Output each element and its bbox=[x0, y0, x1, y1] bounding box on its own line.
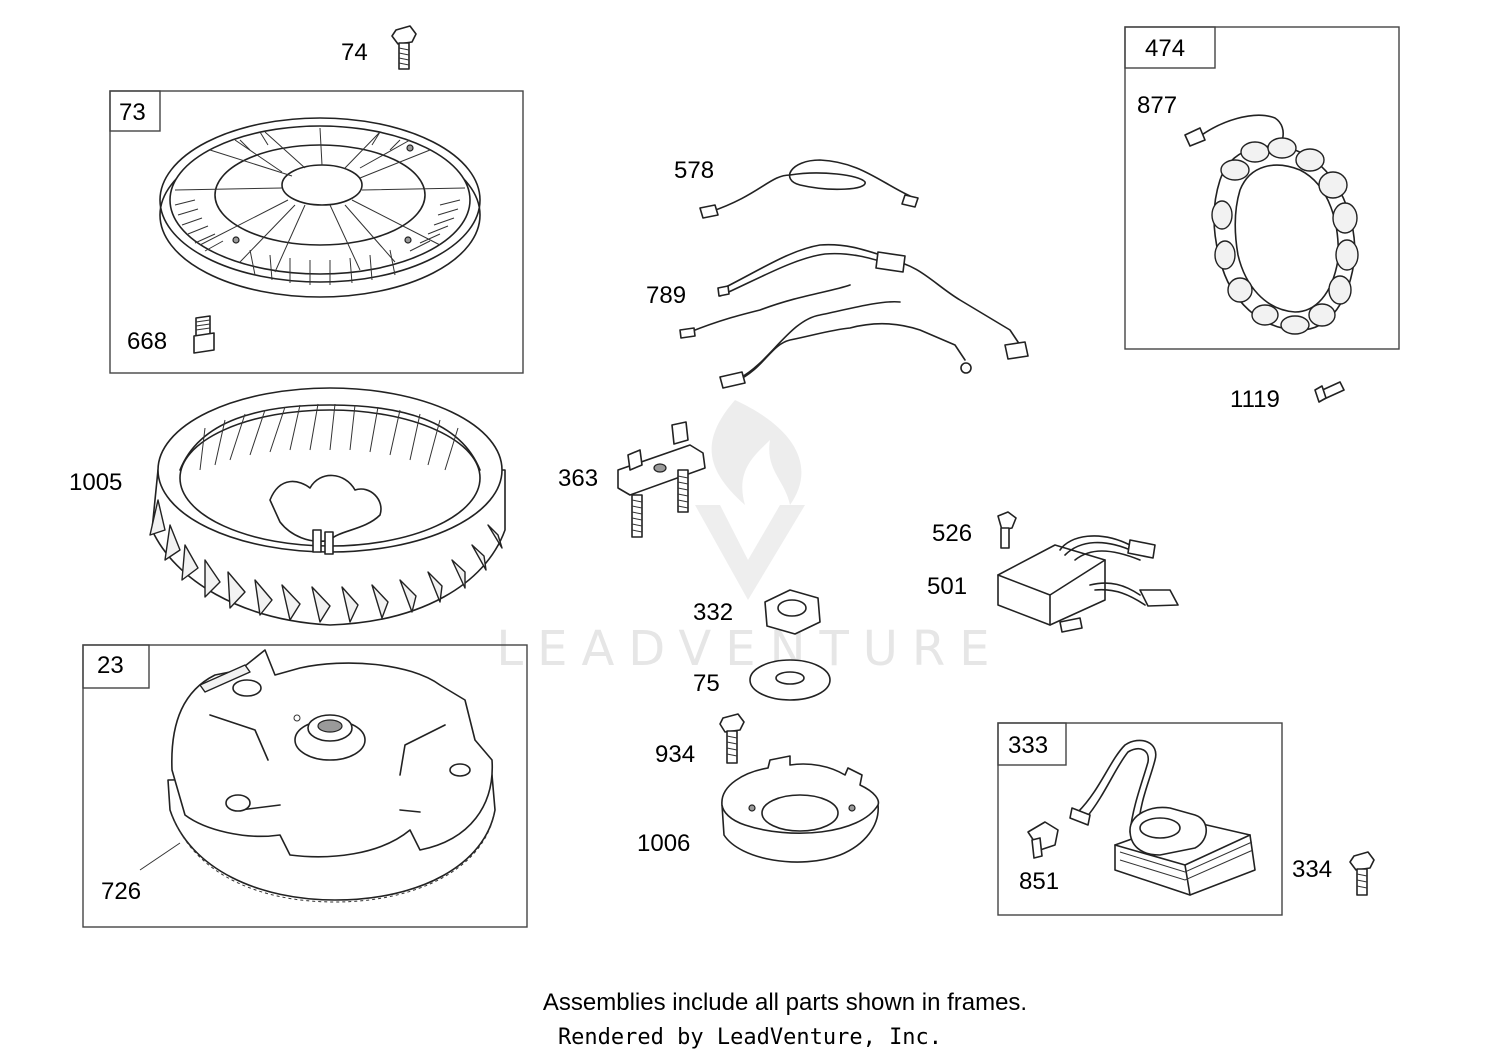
part-334-bolt-drawing bbox=[1349, 851, 1375, 896]
frame-73: 73 bbox=[109, 90, 524, 374]
part-526-screw-drawing bbox=[997, 511, 1017, 549]
part-363-bracket-drawing bbox=[617, 421, 706, 538]
callout-578: 578 bbox=[674, 157, 714, 184]
watermark-text: LEADVENTURE bbox=[496, 621, 1003, 677]
callout-1006: 1006 bbox=[637, 830, 690, 857]
callout-934: 934 bbox=[655, 741, 695, 768]
part-668-stud-drawing bbox=[193, 315, 215, 354]
frame-474: 474 bbox=[1124, 26, 1400, 350]
callout-75: 75 bbox=[693, 670, 720, 697]
part-474-stator-drawing bbox=[1184, 114, 1359, 335]
part-332-nut-drawing bbox=[764, 589, 821, 635]
part-333-armature-drawing bbox=[1069, 739, 1256, 896]
part-1005-fan-drawing bbox=[149, 387, 506, 626]
footer-note: Assemblies include all parts shown in fr… bbox=[543, 989, 1027, 1016]
part-501-regulator-drawing bbox=[997, 535, 1179, 633]
part-934-bolt-drawing bbox=[719, 713, 745, 764]
frame-23: 23 bbox=[82, 644, 528, 928]
frame-label-474: 474 bbox=[1145, 35, 1185, 62]
part-1006-cup-drawing bbox=[721, 755, 880, 863]
callout-726: 726 bbox=[101, 878, 141, 905]
part-74-bolt-drawing bbox=[391, 25, 417, 70]
callout-789: 789 bbox=[646, 282, 686, 309]
footer-credit: Rendered by LeadVenture, Inc. bbox=[558, 1025, 942, 1050]
leadventure-logo-icon bbox=[695, 400, 805, 600]
callouts: 74 668 1005 726 578 789 363 332 75 934 1… bbox=[69, 39, 1332, 905]
part-578-wire-drawing bbox=[699, 159, 919, 219]
frame-333: 333 bbox=[997, 722, 1283, 916]
callout-877: 877 bbox=[1137, 92, 1177, 119]
callout-363: 363 bbox=[558, 465, 598, 492]
callout-1119: 1119 bbox=[1230, 386, 1280, 413]
callout-851: 851 bbox=[1019, 868, 1059, 895]
callout-526: 526 bbox=[932, 520, 972, 547]
part-75-washer-drawing bbox=[749, 659, 831, 701]
frame-label-23: 23 bbox=[97, 652, 124, 679]
callout-1005: 1005 bbox=[69, 469, 122, 496]
callout-668: 668 bbox=[127, 328, 167, 355]
frame-label-73: 73 bbox=[119, 99, 146, 126]
callout-501: 501 bbox=[927, 573, 967, 600]
part-851-boot-drawing bbox=[1027, 821, 1059, 859]
footer: Assemblies include all parts shown in fr… bbox=[543, 989, 1027, 1050]
callout-332: 332 bbox=[693, 599, 733, 626]
callout-74: 74 bbox=[341, 39, 368, 66]
frame-label-333: 333 bbox=[1008, 732, 1048, 759]
part-73-screen-drawing bbox=[159, 117, 481, 298]
part-1119-screw-drawing bbox=[1314, 381, 1345, 403]
callout-334: 334 bbox=[1292, 856, 1332, 883]
part-789-harness-drawing bbox=[679, 243, 1029, 389]
watermark: LEADVENTURE bbox=[496, 400, 1003, 677]
part-23-flywheel-drawing bbox=[139, 649, 496, 903]
